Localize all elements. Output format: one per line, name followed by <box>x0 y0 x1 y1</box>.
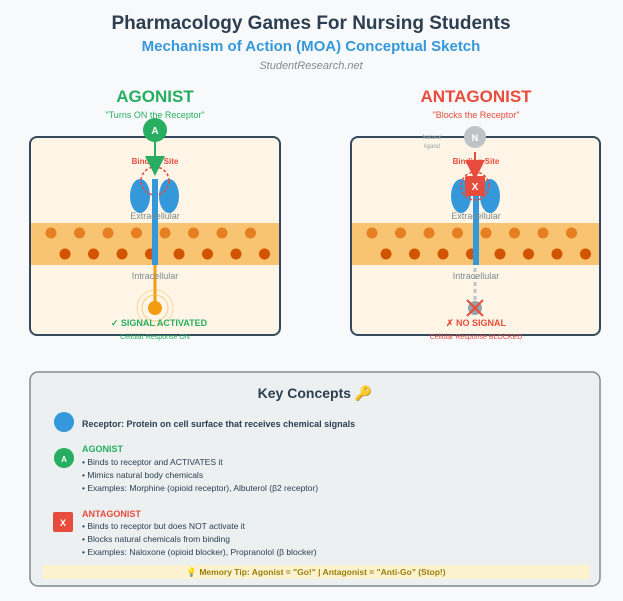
source-credit: StudentResearch.net <box>259 60 363 72</box>
phospholipid-head <box>395 227 406 239</box>
key-concepts-box <box>29 371 601 587</box>
natural-ligand-label: ligand <box>424 144 440 150</box>
antagonist-bullet: • Binds to receptor but does NOT activat… <box>82 521 246 531</box>
phospholipid-head <box>116 248 128 260</box>
intracellular-label: Intracellular <box>453 271 500 281</box>
antagonist-blocker-letter: X <box>472 182 479 193</box>
agonist-tagline: "Turns ON the Receptor" <box>105 110 204 120</box>
page-title: Pharmacology Games For Nursing Students <box>111 13 510 34</box>
antagonist-tagline: "Blocks the Receptor" <box>433 110 520 120</box>
phospholipid-head <box>173 248 185 260</box>
antagonist-bullet: • Blocks natural chemicals from binding <box>82 534 230 544</box>
phospholipid-head <box>216 227 228 239</box>
natural-ligand-letter: N <box>472 133 479 143</box>
receptor-stem <box>152 179 158 265</box>
response-status: Cellular Response ON <box>120 334 190 341</box>
phospholipid-head <box>159 227 171 239</box>
response-status: Cellular Response BLOCKED <box>430 334 523 341</box>
receptor-stem <box>473 195 479 265</box>
antagonist-heading: ANTAGONIST <box>420 87 532 106</box>
phospholipid-head <box>202 248 213 260</box>
antagonist-panel: ANTAGONIST "Blocks the Receptor" Natural… <box>350 87 601 341</box>
phospholipid-head <box>74 227 85 239</box>
memory-tip: 💡 Memory Tip: Agonist = "Go!" | Antagoni… <box>186 567 445 577</box>
phospholipid-head <box>452 227 463 239</box>
phospholipid-head <box>366 227 378 239</box>
signal-ring <box>136 289 174 327</box>
extracellular-label: Extracellular <box>451 211 501 221</box>
phospholipid-head <box>45 227 57 239</box>
phospholipid-head <box>523 248 534 260</box>
phospholipid-head <box>230 248 242 260</box>
phospholipid-head <box>245 227 256 239</box>
phospholipid-head <box>566 227 577 239</box>
phospholipid-head <box>59 248 71 260</box>
binding-site-label: Binding Site <box>453 157 500 166</box>
signal-dot <box>148 301 162 315</box>
natural-ligand <box>464 126 486 148</box>
agonist-legend-icon <box>54 448 74 468</box>
receptor-lobe-right <box>159 179 179 213</box>
signal-ring <box>141 294 169 322</box>
key-concepts-panel: Key Concepts 🔑 Receptor: Protein on cell… <box>29 371 601 587</box>
phospholipid-head <box>437 248 449 260</box>
phospholipid-head <box>480 227 492 239</box>
agonist-ligand <box>143 118 167 142</box>
phospholipid-head <box>409 248 420 260</box>
phospholipid-head <box>259 248 270 260</box>
antagonist-legend-label: ANTAGONIST <box>82 509 141 519</box>
receptor-definition: Receptor: Protein on cell surface that r… <box>82 419 355 429</box>
phospholipid-head <box>509 227 520 239</box>
extracellular-label: Extracellular <box>130 211 180 221</box>
signal-status: ✓ SIGNAL ACTIVATED <box>111 318 208 328</box>
phospholipid-head <box>551 248 563 260</box>
agonist-bullet: • Examples: Morphine (opioid receptor), … <box>82 483 318 493</box>
intracellular-label: Intracellular <box>132 271 179 281</box>
phospholipid-head <box>131 227 142 239</box>
antagonist-legend-icon <box>53 512 73 532</box>
binding-site-circle <box>460 171 490 201</box>
antagonist-blocker <box>465 176 485 196</box>
agonist-panel: AGONIST "Turns ON the Receptor" Binding … <box>29 87 281 341</box>
agonist-ligand-letter: A <box>151 126 158 137</box>
phospholipid-head <box>102 227 114 239</box>
phospholipid-head <box>380 248 392 260</box>
agonist-legend-letter: A <box>61 455 67 464</box>
antagonist-legend-letter: X <box>60 518 66 528</box>
phospholipid-head <box>537 227 549 239</box>
phospholipid-head <box>188 227 199 239</box>
agonist-heading: AGONIST <box>116 87 194 106</box>
phospholipid-heads <box>45 227 270 260</box>
phospholipid-head <box>423 227 435 239</box>
agonist-bullet: • Mimics natural body chemicals <box>82 470 203 480</box>
signal-status: ✗ NO SIGNAL <box>446 318 507 328</box>
phospholipid-heads <box>366 227 591 260</box>
phospholipid-head <box>494 248 506 260</box>
receptor-legend-icon <box>54 412 74 432</box>
memory-tip-bar <box>43 565 590 579</box>
cross-icon <box>466 299 484 317</box>
phospholipid-head <box>88 248 99 260</box>
phospholipid-head <box>580 248 591 260</box>
agonist-bullet: • Binds to receptor and ACTIVATES it <box>82 457 223 467</box>
agonist-legend-label: AGONIST <box>82 444 124 454</box>
receptor-lobe-left <box>130 179 150 213</box>
key-concepts-title: Key Concepts 🔑 <box>258 384 373 402</box>
antagonist-bullet: • Examples: Naloxone (opioid blocker), P… <box>82 547 317 557</box>
page-subtitle: Mechanism of Action (MOA) Conceptual Ske… <box>142 38 481 55</box>
natural-ligand-label: Natural <box>422 135 441 141</box>
